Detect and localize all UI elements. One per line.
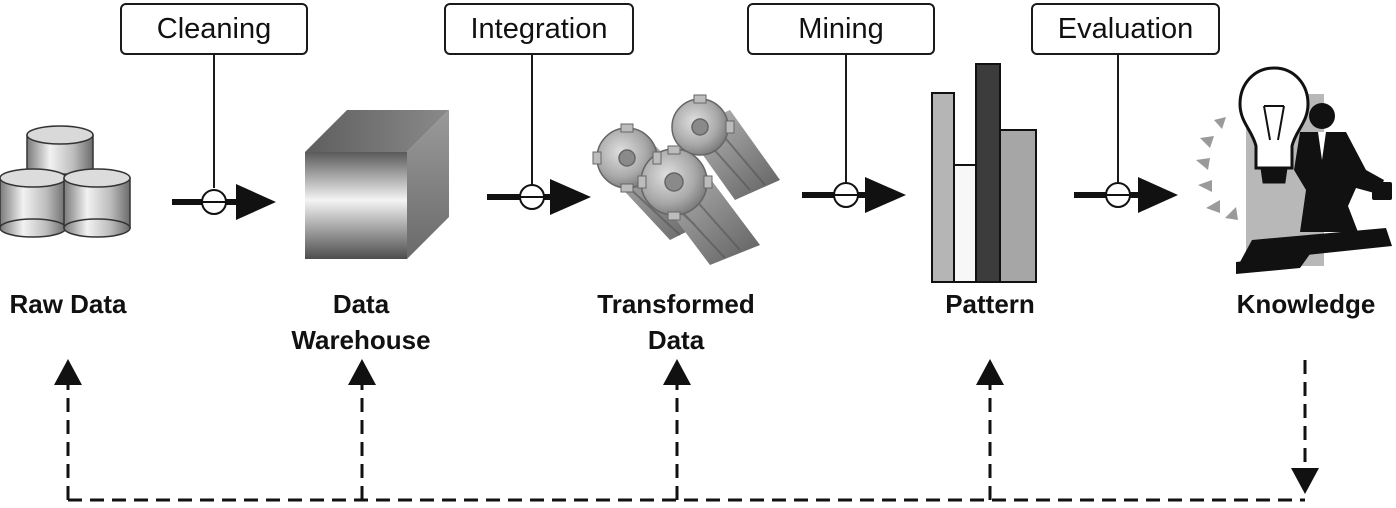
node-label-data-warehouse: Data Warehouse <box>271 286 451 358</box>
lightbulb-businessman-icon <box>1196 66 1392 274</box>
pattern-bar-3 <box>975 63 1001 283</box>
stage-connectors <box>213 55 1119 188</box>
up-arrow-warehouse <box>348 359 376 385</box>
feedback-arrowheads <box>54 359 1319 494</box>
down-arrow-knowledge <box>1291 468 1319 494</box>
up-arrow-raw-data <box>54 359 82 385</box>
stage-box-evaluation: Evaluation <box>1031 3 1220 55</box>
process-arrow-2 <box>487 179 591 215</box>
node-label-line: Data <box>647 325 705 355</box>
database-cylinders-icon <box>0 125 131 238</box>
lightbulb <box>1238 66 1310 184</box>
node-label-line: Pattern <box>945 289 1035 319</box>
process-arrow-3 <box>802 177 906 213</box>
node-label-line: Transformed <box>597 289 755 319</box>
node-label-transformed-data: Transformed Data <box>576 286 776 358</box>
pattern-bar-4 <box>999 129 1037 283</box>
pattern-bar-1 <box>931 92 955 283</box>
stage-box-cleaning: Cleaning <box>120 3 308 55</box>
up-arrow-pattern <box>976 359 1004 385</box>
node-label-line: Raw Data <box>9 289 127 319</box>
cube-icon <box>305 110 449 259</box>
gear-center <box>640 148 708 216</box>
node-label-line: Data <box>332 289 390 319</box>
stage-box-mining: Mining <box>747 3 935 55</box>
feedback-loop <box>66 360 1307 502</box>
process-arrow-4 <box>1074 177 1178 213</box>
gears-icon <box>592 94 780 265</box>
bar-chart-icon <box>931 63 1037 283</box>
node-label-knowledge: Knowledge <box>1216 286 1396 322</box>
process-arrow-1 <box>172 184 276 220</box>
node-label-pattern: Pattern <box>920 286 1060 322</box>
up-arrow-transformed <box>663 359 691 385</box>
stage-box-integration: Integration <box>444 3 634 55</box>
businessman-silhouette <box>1236 103 1392 274</box>
pattern-bar-2 <box>953 164 977 283</box>
node-label-line: Knowledge <box>1236 289 1376 319</box>
node-label-raw-data: Raw Data <box>0 286 136 322</box>
node-label-line: Warehouse <box>291 325 431 355</box>
